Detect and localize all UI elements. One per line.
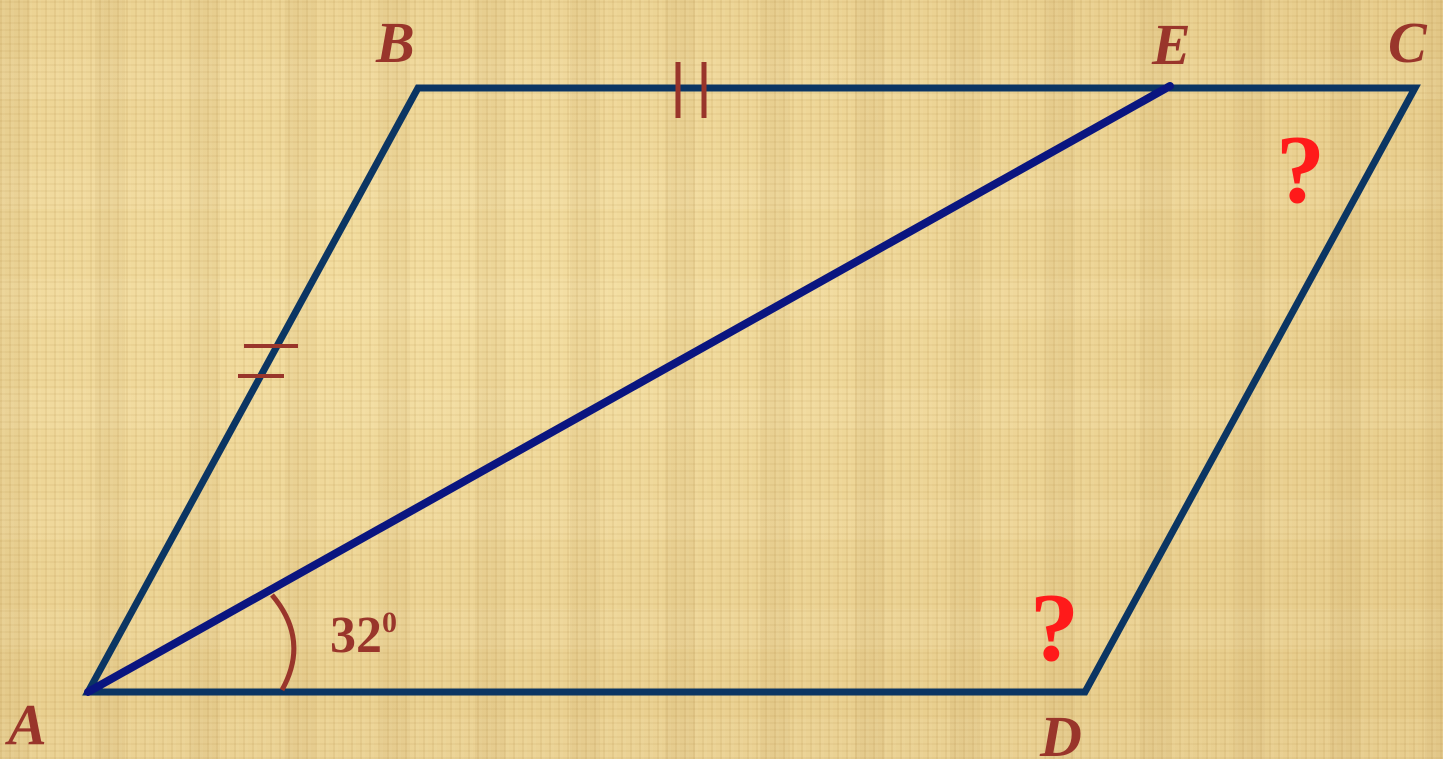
angle-arc-dae [270,593,297,692]
question-mark-angle-d: ? [1030,574,1079,682]
angle-measure-value: 32 [330,607,382,664]
angle-measure-label: 320 [330,606,397,664]
vertex-label-b: B [375,10,415,75]
question-mark-angle-c: ? [1276,116,1325,224]
angle-measure-degree: 0 [382,606,397,639]
segment-ae [84,82,1174,696]
vertex-label-e: E [1151,12,1191,77]
vertex-label-d: D [1039,704,1082,759]
vertex-label-a: A [5,692,47,757]
parallelogram-abcd [82,84,1421,696]
vertex-label-c: C [1388,10,1428,75]
